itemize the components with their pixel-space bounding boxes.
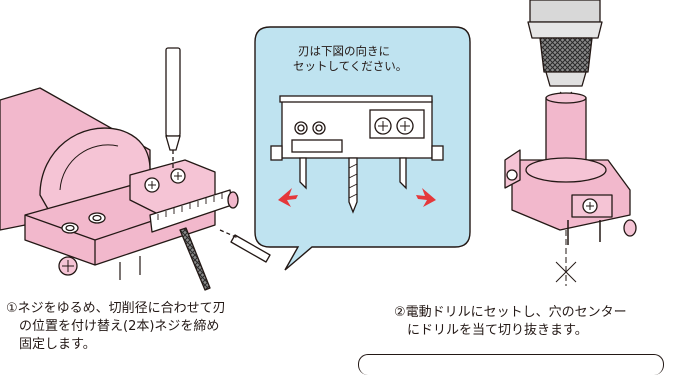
- step1-line-2: の位置を付け替え(2本)ネジを締め: [19, 319, 220, 334]
- step2-line-2: にドリルを当て切り抜きます。: [407, 323, 588, 338]
- arrow-icon: [278, 188, 298, 207]
- bottom-note-box: [358, 354, 664, 375]
- left-cutter-illustration: [0, 87, 271, 291]
- illustration: [0, 0, 637, 291]
- right-drill-illustration: [504, 0, 637, 286]
- drill-body: [529, 0, 601, 23]
- step2-caption: ②電動ドリルにセットし、穴のセンター にドリルを当て切り抜きます。: [394, 304, 627, 340]
- screwdriver: [165, 47, 181, 168]
- bubble-line-1: 刃は下図の向きに: [298, 44, 390, 58]
- step1-caption: ①ネジをゆるめ、切削径に合わせて刃 の位置を付け替え(2本)ネジを締め 固定しま…: [6, 300, 226, 354]
- drill-chuck: [539, 37, 593, 73]
- step2-line-1: ②電動ドリルにセットし、穴のセンター: [394, 305, 627, 320]
- step1-line-1: ①ネジをゆるめ、切削径に合わせて刃: [6, 301, 226, 316]
- center-drill: [348, 157, 358, 214]
- blade-left: [299, 157, 307, 190]
- blade-right: [399, 157, 407, 190]
- instruction-bubble: [254, 26, 471, 271]
- arrow-icon: [416, 188, 436, 207]
- bubble-line-2: セットしてください。: [293, 59, 408, 73]
- removed-blade: [230, 234, 271, 263]
- drill-bit: [179, 227, 211, 291]
- step1-line-3: 固定します。: [19, 337, 96, 352]
- bubble-text: 刃は下図の向きに セットしてください。: [268, 44, 448, 74]
- blade-holder: [270, 95, 444, 214]
